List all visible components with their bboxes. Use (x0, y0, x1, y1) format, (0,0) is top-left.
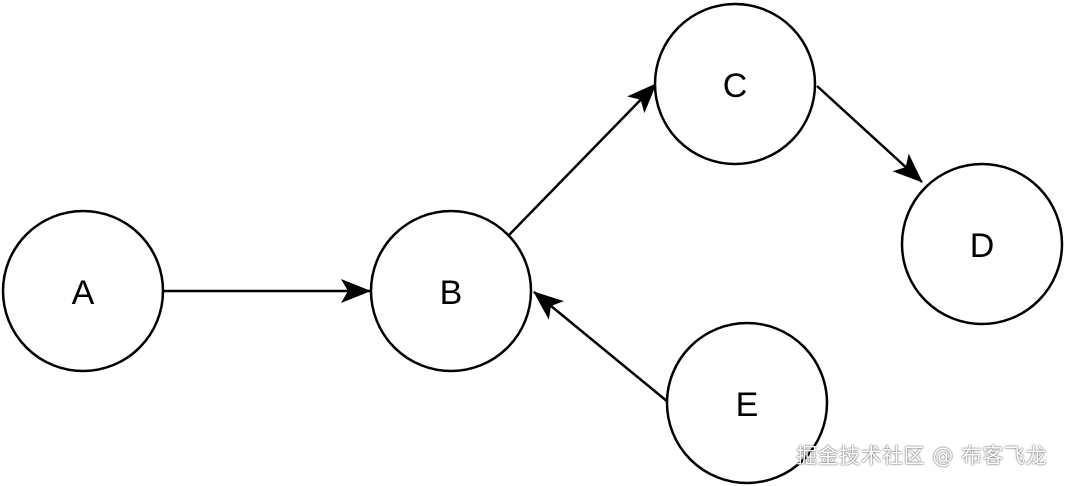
node-a-label: A (72, 274, 95, 312)
node-d: D (900, 162, 1064, 326)
edge-c-to-d (816, 85, 923, 183)
node-d-label: D (970, 227, 995, 265)
watermark: 掘金技术社区 @ 布客飞龙 (796, 444, 1047, 468)
edge-e-to-b (533, 291, 669, 403)
node-e: E (665, 321, 829, 485)
edge-b-to-c (507, 83, 657, 237)
node-b-label: B (440, 274, 463, 312)
node-b: B (369, 209, 533, 373)
node-e-label: E (736, 386, 759, 424)
node-a: A (1, 209, 165, 373)
node-c-label: C (723, 67, 748, 105)
node-c: C (653, 2, 817, 166)
